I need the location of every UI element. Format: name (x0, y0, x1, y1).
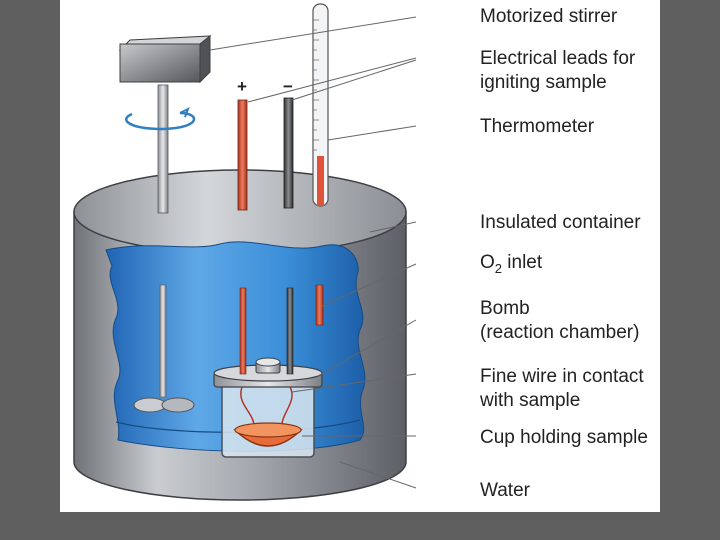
o2-suffix: inlet (502, 252, 543, 273)
label-bomb: Bomb (480, 298, 530, 319)
slide: + − (60, 0, 660, 512)
label-fine-wire-line1: Fine wire in contact (480, 366, 644, 387)
label-leads-line1: Electrical leads for (480, 48, 636, 69)
label-leads-line2: igniting sample (480, 72, 607, 93)
terminal-plus: + (237, 77, 247, 96)
label-motorized-stirrer: Motorized stirrer (480, 6, 618, 27)
label-o2-inlet: O2 inlet (480, 252, 543, 276)
sample-cup (233, 422, 303, 447)
o2-prefix: O (480, 252, 495, 273)
terminal-minus: − (283, 77, 293, 96)
rotation-arrow (125, 106, 196, 131)
lead-positive-rod (237, 99, 248, 211)
o2-inlet-tube (315, 284, 324, 326)
bomb-calorimeter-diagram: + − (73, 3, 417, 501)
label-insulated-container: Insulated container (480, 212, 641, 233)
motorized-stirrer (118, 34, 212, 413)
label-cup: Cup holding sample (480, 427, 648, 448)
label-water: Water (480, 480, 530, 501)
leader-lines (209, 16, 417, 489)
label-reaction-chamber: (reaction chamber) (480, 322, 640, 343)
lead-positive-rod-inside (239, 287, 247, 375)
lead-negative-rod (283, 97, 294, 209)
label-fine-wire-line2: with sample (480, 390, 581, 411)
o2-subscript: 2 (494, 261, 503, 276)
label-thermometer: Thermometer (480, 116, 595, 137)
lead-negative-rod-inside (286, 287, 294, 375)
thermometer (312, 3, 329, 207)
